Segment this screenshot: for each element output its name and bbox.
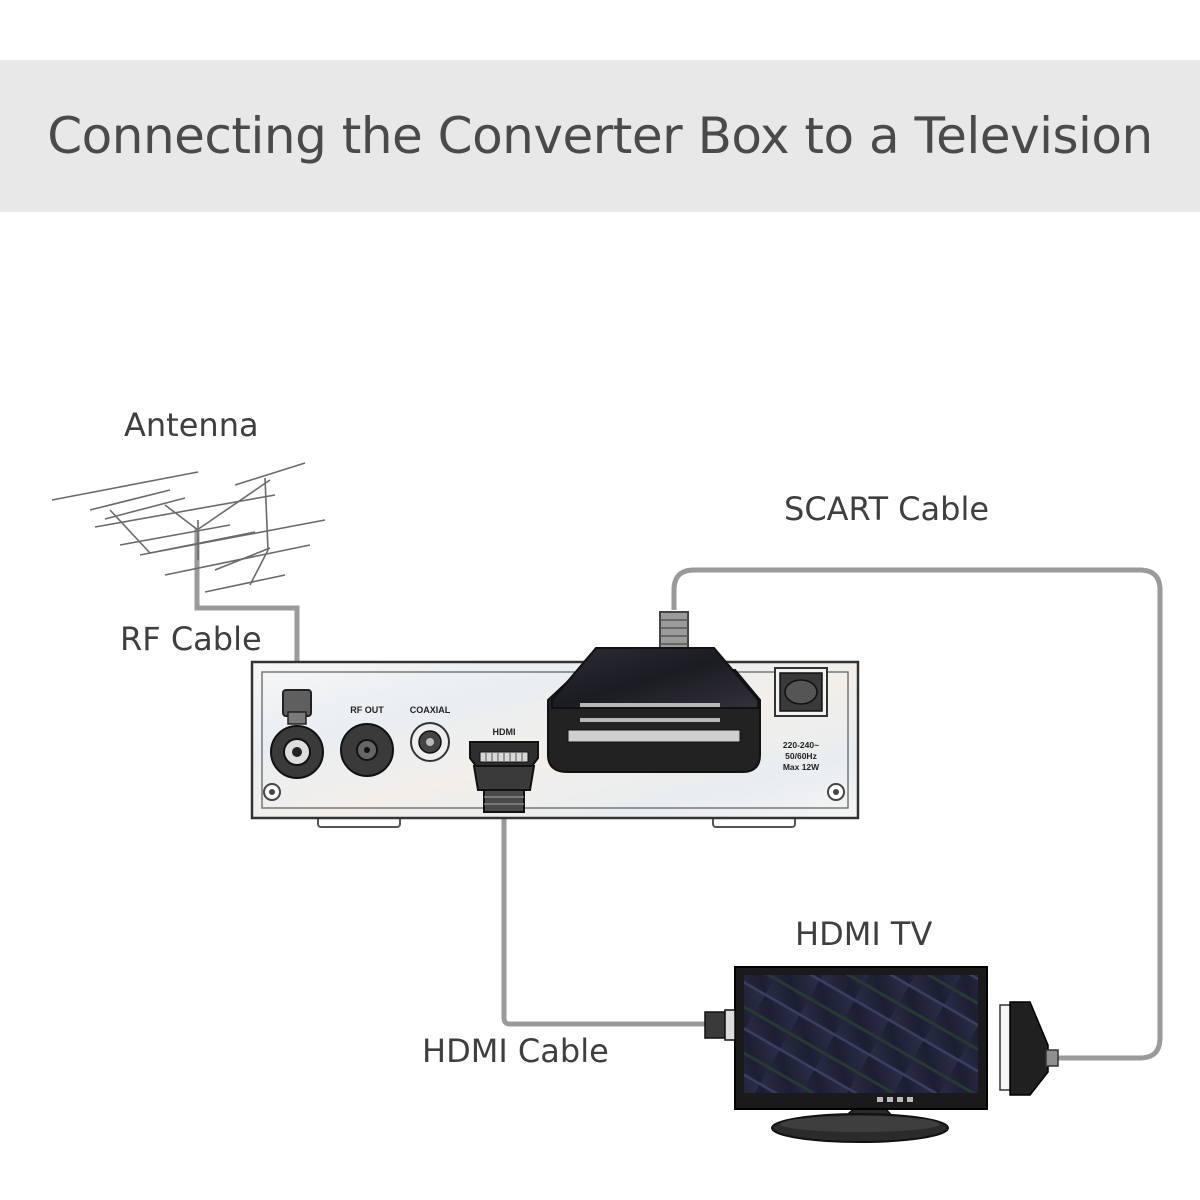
page-title: Connecting the Converter Box to a Televi… (47, 107, 1153, 165)
power-line3: Max 12W (783, 762, 820, 772)
hdmi-port: HDMI (469, 727, 539, 813)
title-banner: Connecting the Converter Box to a Televi… (0, 60, 1200, 212)
coaxial-port: COAXIAL (410, 705, 451, 762)
scart-port (547, 611, 761, 773)
scart-cable-label: SCART Cable (784, 490, 990, 528)
hdmi-cable (501, 812, 705, 1027)
power-line1: 220-240~ (783, 740, 819, 750)
hdmi-label: HDMI (493, 727, 516, 737)
rf-out-port: RF OUT (340, 705, 394, 777)
power-port: 220-240~ 50/60Hz Max 12W (774, 667, 828, 772)
rf-in-port (270, 689, 324, 779)
television (704, 966, 1059, 1143)
coaxial-label: COAXIAL (410, 705, 451, 715)
rf-out-label: RF OUT (350, 705, 384, 715)
hdmi-cable-label: HDMI Cable (422, 1032, 609, 1070)
antenna-label: Antenna (124, 406, 259, 444)
power-line2: 50/60Hz (785, 751, 817, 761)
scart-cable (671, 567, 1163, 1061)
hdmi-tv-label: HDMI TV (795, 915, 933, 953)
antenna-icon (51, 462, 326, 593)
rf-cable-label: RF Cable (120, 620, 262, 658)
